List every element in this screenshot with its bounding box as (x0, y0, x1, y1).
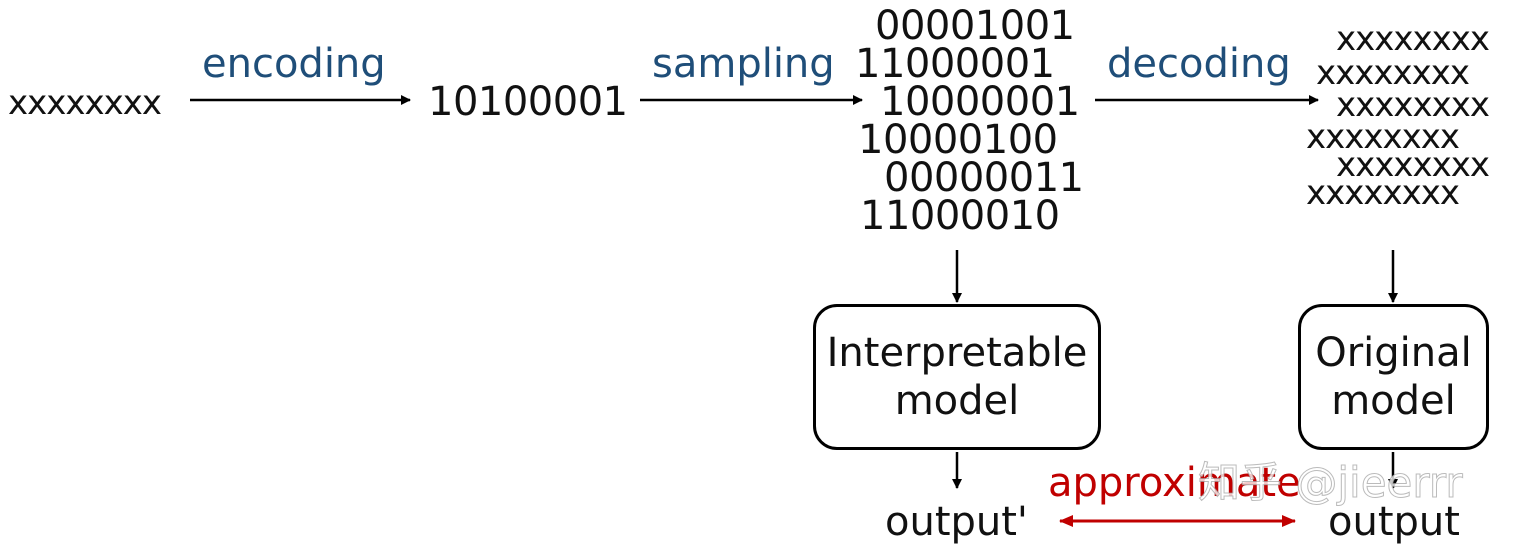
interpretable-model-line1: Interpretable (826, 330, 1088, 376)
interpretable-model-box: Interpretable model (813, 304, 1101, 450)
approximate-label: approximate (1048, 460, 1301, 506)
decoded-item: xxxxxxxx (1306, 117, 1460, 157)
decoded-item: xxxxxxxx (1336, 145, 1490, 185)
original-model-line2: model (1331, 378, 1456, 424)
sample-item: 10000001 (880, 79, 1080, 125)
encoded-instance: 10100001 (428, 79, 628, 125)
sample-item: 11000001 (855, 41, 1055, 87)
sample-item: 11000010 (860, 193, 1060, 239)
decoded-item: xxxxxxxx (1336, 19, 1490, 59)
encoding-label: encoding (202, 41, 386, 87)
watermark: 知乎 @jieerrr (1198, 458, 1464, 507)
decoded-item: xxxxxxxx (1316, 53, 1470, 93)
sample-item: 10000100 (858, 117, 1058, 163)
sample-item: 00001001 (875, 3, 1075, 49)
original-model-box: Original model (1298, 304, 1489, 450)
decoded-item: xxxxxxxx (1336, 85, 1490, 125)
interpretable-model-line2: model (894, 378, 1020, 424)
sample-item: 00000011 (884, 155, 1084, 201)
surrogate-output: output' (885, 499, 1028, 545)
decoding-label: decoding (1107, 41, 1291, 87)
original-model-line1: Original (1315, 330, 1472, 376)
decoded-item: xxxxxxxx (1306, 173, 1460, 213)
sampling-label: sampling (652, 41, 835, 87)
input-instance: xxxxxxxx (8, 83, 162, 123)
original-output: output (1328, 499, 1460, 545)
